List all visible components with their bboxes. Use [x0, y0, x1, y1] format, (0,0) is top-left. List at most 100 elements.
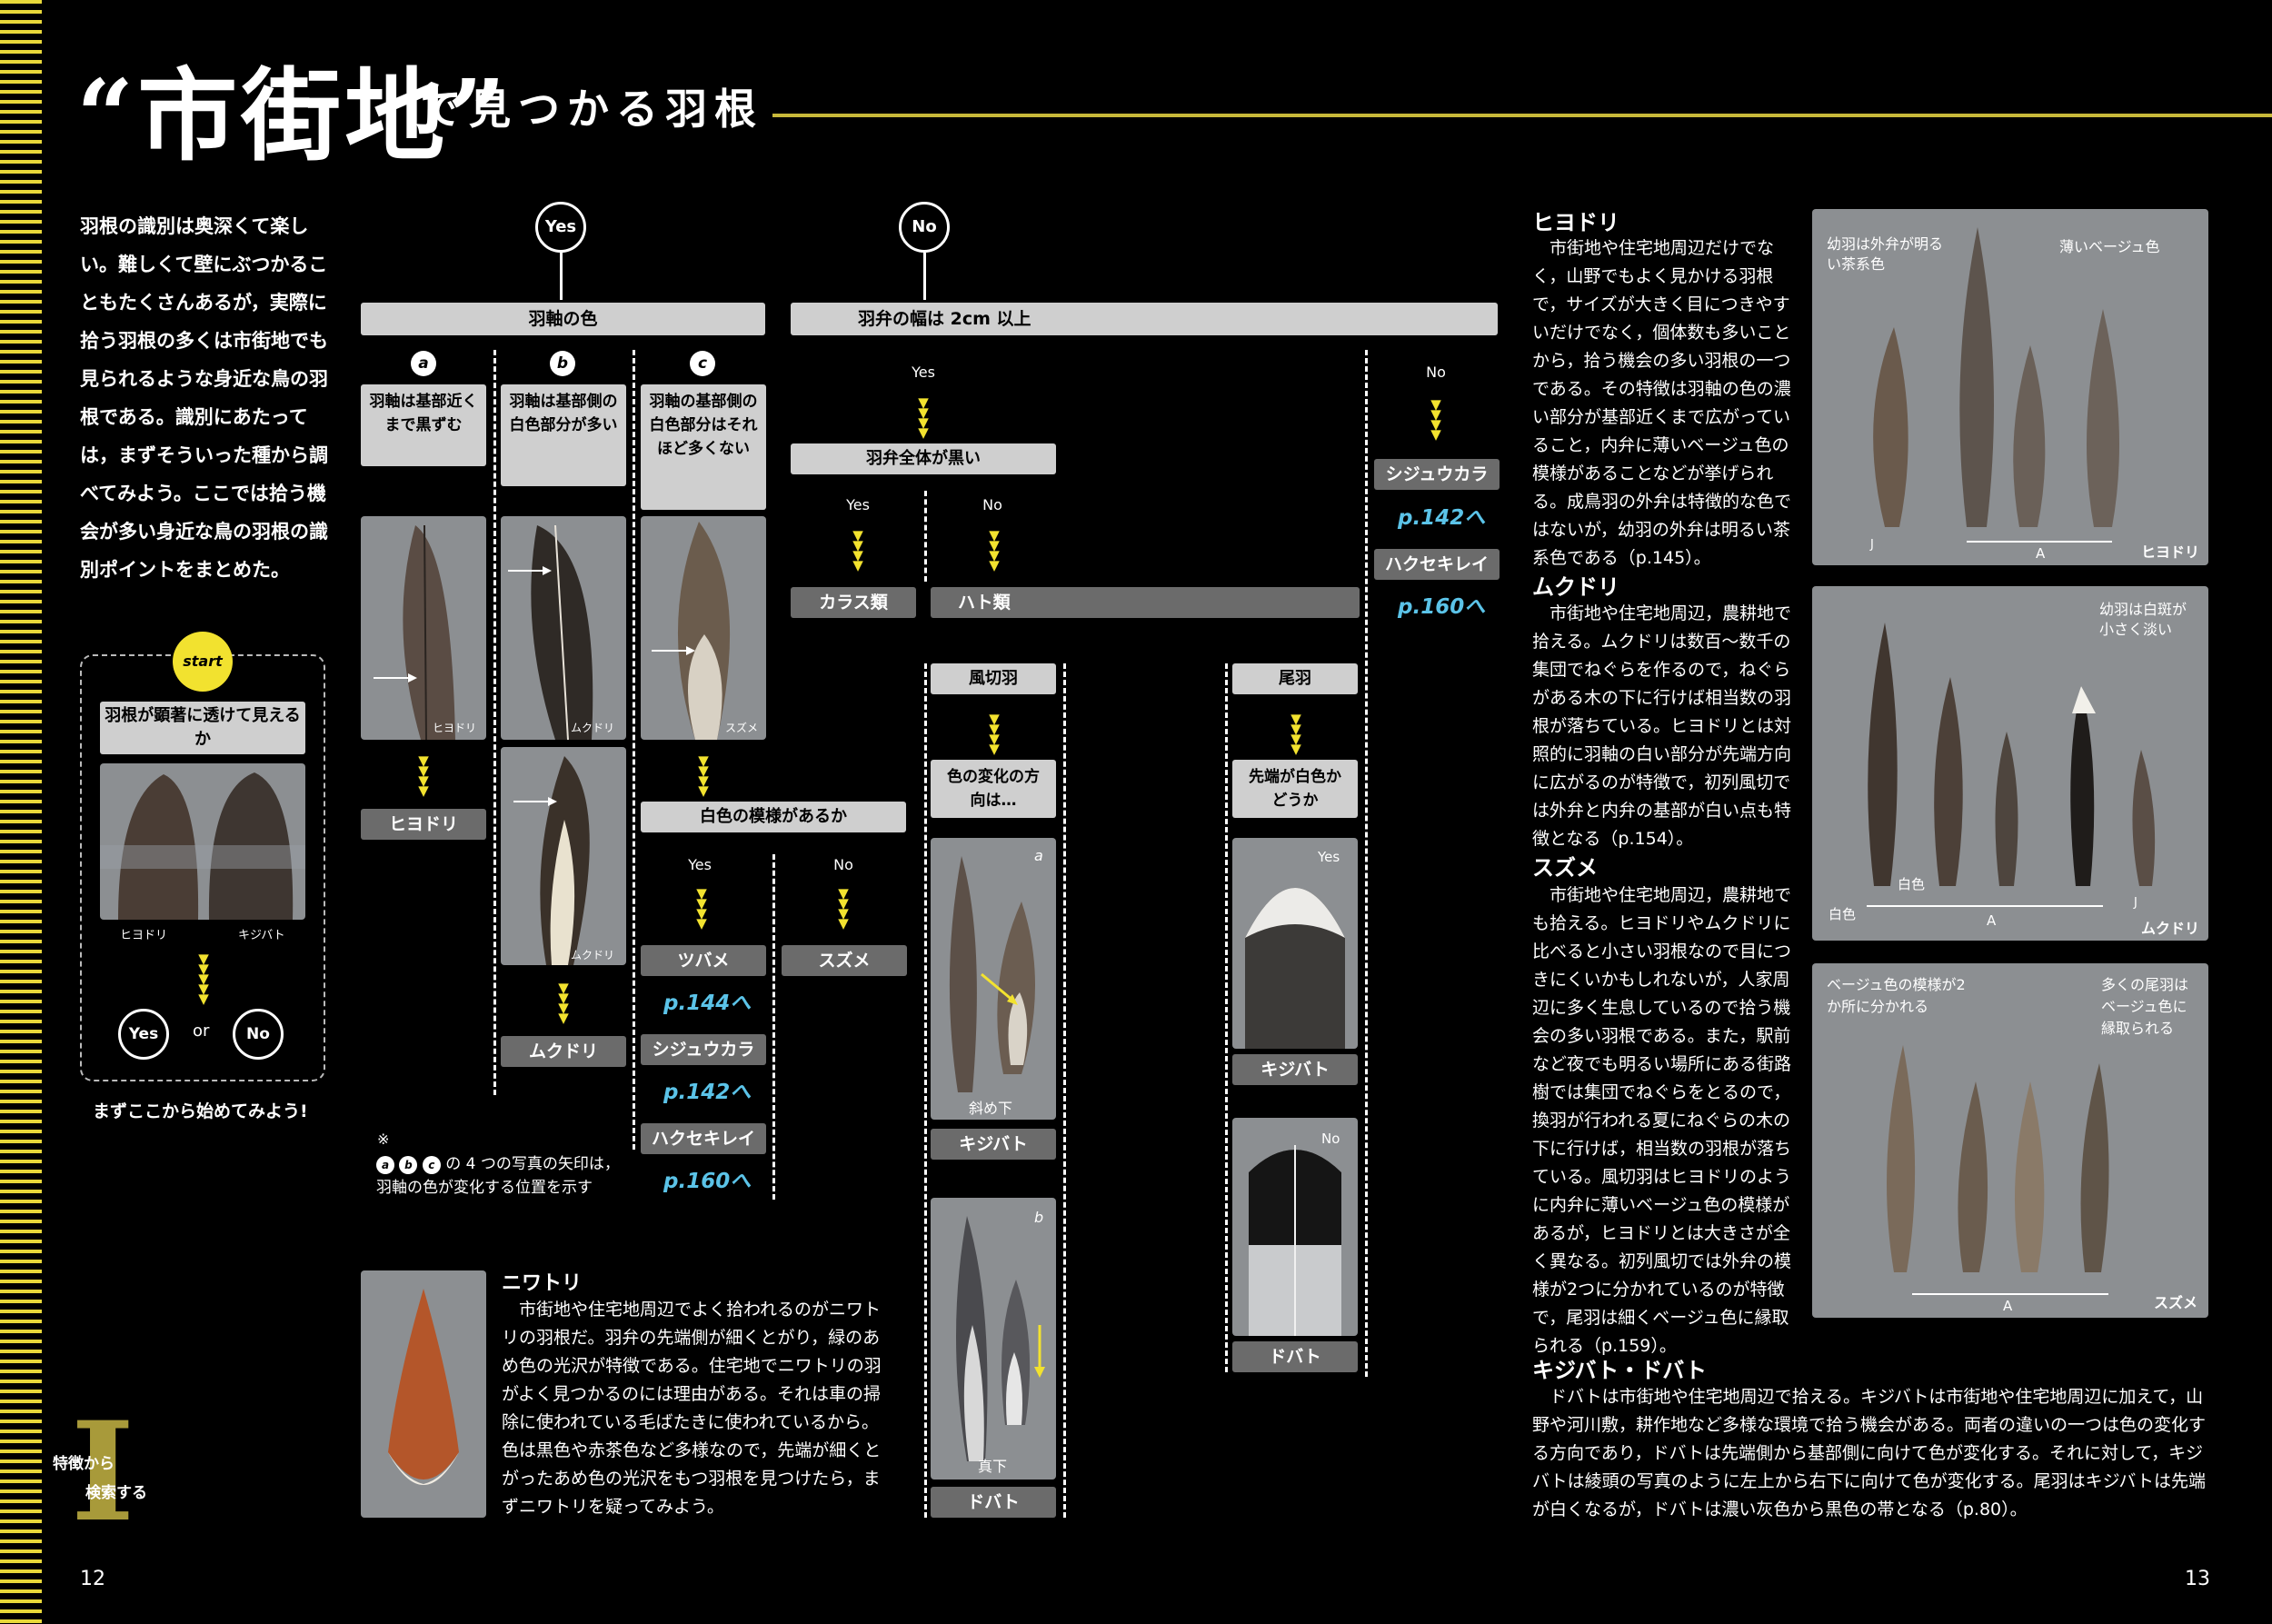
tail-no-label: No [1321, 1131, 1340, 1147]
title-main: “市街地” [76, 57, 510, 174]
photo-suzume [1812, 963, 2208, 1318]
white-pattern-bar: 白色の模様があるか [641, 802, 906, 832]
vw-yes: Yes [912, 364, 935, 381]
ruler [100, 845, 305, 869]
feather-pale [1006, 1352, 1022, 1425]
photo3-a: A [2003, 1298, 2013, 1314]
col-b-result: ムクドリ [501, 1036, 626, 1067]
photo2-white2: 白色 [1898, 876, 1926, 892]
col-c-letter: c [690, 351, 715, 376]
photo1-a: A [2036, 545, 2046, 562]
col-a-letter: a [411, 351, 436, 376]
col-c-text: 羽軸の基部側の白色部分はそれほど多くない [641, 384, 766, 510]
page-number-left: 12 [80, 1568, 105, 1590]
suzume-head: スズメ [1532, 855, 1598, 881]
kijibato-text: ドバトは市街地や住宅地周辺で拾える。キジバトは市街地や住宅地周辺に加えて，山野や… [1532, 1387, 2207, 1519]
photo2-label1: 幼羽は白斑が小さく淡い [2099, 601, 2187, 638]
col-b-letter: b [550, 351, 575, 376]
wing-photo-a-caption: 斜め下 [969, 1100, 1013, 1117]
hiyodori-head: ヒヨドリ [1532, 210, 1619, 235]
wing-b-svg [956, 1216, 1045, 1461]
vane-width-bar: 羽弁の幅は 2cm 以上 [791, 303, 1498, 335]
yes-stem [560, 253, 563, 300]
feather-j [1873, 327, 1908, 527]
dobato1-box: ドバト [931, 1487, 1056, 1518]
shijukara2-box: シジュウカラ [1374, 459, 1500, 490]
feather-2 [1958, 1081, 1988, 1272]
tail-left-line [1225, 663, 1228, 1372]
start-badge: start [173, 632, 233, 692]
tsubame-box: ツバメ [641, 945, 766, 976]
hiyodori-text: 市街地や住宅地周辺だけでなく，山野でもよく見かける羽根で，サイズが大きく目につき… [1532, 238, 1792, 568]
col-c-arrows: ▼▼▼▼ [698, 752, 709, 799]
chapter-text1: 特徴から [53, 1455, 115, 1473]
vb-no: No [982, 496, 1002, 513]
photo1-name: ヒヨドリ [2141, 543, 2200, 561]
start-photo-label-right: キジバト [238, 929, 285, 942]
photo3-name: スズメ [2154, 1294, 2198, 1311]
note-letter-b: b [399, 1156, 418, 1174]
wing-box: 風切羽 [931, 663, 1056, 694]
niwatori-head: ニワトリ [502, 1272, 583, 1295]
arrow-head [548, 797, 557, 806]
suzume-feathers-svg [1887, 1045, 2109, 1295]
tail-yes-label: Yes [1318, 849, 1340, 865]
col-a-photo-label: ヒヨドリ [433, 722, 477, 734]
tail-box: 尾羽 [1232, 663, 1358, 694]
mukudori-feathers-svg [1867, 623, 2156, 907]
niwatori-svg [388, 1289, 459, 1485]
sep-vb [924, 491, 927, 582]
col-c-photo-label: スズメ [725, 722, 759, 734]
mukudori-text: 市街地や住宅地周辺，農耕地で拾える。ムクドリは数百～数千の集団でねぐらを作るので… [1532, 603, 1792, 849]
suzume-text: 市街地や住宅地周辺，農耕地でも拾える。ヒヨドリやムクドリに比べると小さい羽根なの… [1532, 885, 1792, 1356]
feather-hiyodori [118, 774, 199, 920]
wing-arrows: ▼▼▼▼ [989, 711, 1000, 757]
wing-photo-a [931, 838, 1056, 1120]
note-mark: ※ [377, 1131, 390, 1148]
photo-mukudori [1812, 586, 2208, 941]
col-a-photo [361, 516, 486, 740]
photo2-j: J [2134, 896, 2137, 910]
feather-a2 [1995, 732, 2018, 886]
photo1-j: J [1870, 538, 1874, 552]
kijibato-head: キジバト・ドバト [1532, 1358, 1707, 1383]
tsubame-ref: p.144へ [663, 991, 752, 1015]
kijibato1-box: キジバト [931, 1129, 1056, 1160]
chapter-text2: 検索する [85, 1484, 147, 1502]
niwatori-text: 市街地や住宅地周辺でよく拾われるのがニワトリの羽根だ。羽弁の先端側が細くとがり，… [502, 1300, 882, 1517]
color-change-box: 色の変化の方向は… [931, 760, 1056, 818]
arrow-head [408, 673, 417, 682]
wp-no: No [833, 856, 853, 873]
shijukara1-box: シジュウカラ [641, 1034, 766, 1065]
yellow-arrow [981, 972, 1015, 1003]
start-photo [100, 763, 305, 920]
feather-white-base [550, 820, 575, 965]
feather-3 [2014, 1081, 2045, 1272]
note-line2: 羽軸の色が変化する位置を示す [376, 1179, 593, 1197]
intro-text: 羽根の識別は奥深くて楽しい。難しくて壁にぶつかることもたくさんあるが，実際に拾う… [80, 215, 328, 581]
hakusekirei2-box: ハクセキレイ [1374, 549, 1500, 580]
col-b-feather2-svg [513, 756, 590, 965]
feather-j2 [2132, 750, 2156, 886]
wing-photo-b-caption: 真下 [978, 1458, 1008, 1475]
feather-1 [1887, 1045, 1916, 1272]
title-rule [772, 114, 2272, 117]
hakusekirei2-ref: p.160へ [1398, 595, 1486, 619]
col-b-photo1-label: ムクドリ [571, 722, 615, 734]
no-stem [923, 253, 926, 300]
col-a-feather-svg [374, 524, 455, 740]
col-b-photo1 [501, 516, 626, 740]
feather-shape [403, 525, 455, 740]
feather-a2 [2013, 345, 2046, 527]
col-b-feather1-svg [508, 524, 593, 740]
feather-shape [1245, 888, 1345, 1049]
sep-far-right [1365, 350, 1368, 1377]
wp-yes: Yes [688, 856, 712, 873]
yellow-arrow-head [1007, 994, 1018, 1005]
tail-yes-svg [1245, 888, 1345, 1049]
start-photo-label-left: ヒヨドリ [120, 929, 168, 942]
feather-fluff [388, 1452, 459, 1485]
feather-shaft [424, 524, 427, 740]
feather-pale [1008, 992, 1028, 1065]
feather-4 [2080, 1063, 2109, 1272]
